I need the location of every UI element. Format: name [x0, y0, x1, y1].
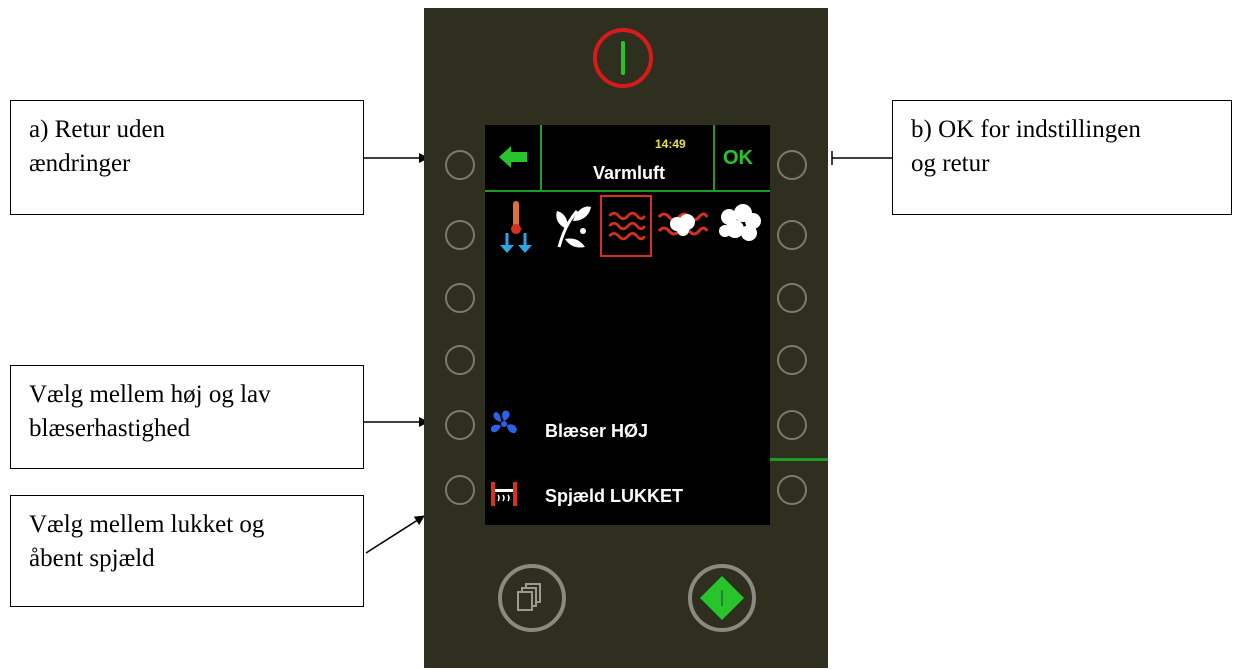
- documents-icon: [517, 583, 541, 611]
- left-side-button-3[interactable]: [445, 283, 475, 313]
- damper-label: Spjæld LUKKET: [545, 486, 683, 506]
- panel-divider-line: [770, 458, 828, 461]
- damper-icon: [491, 482, 517, 506]
- start-diamond-icon: [700, 576, 744, 620]
- callout-return-without-changes: a) Retur uden ændringer: [10, 100, 364, 215]
- fan-speed-label: Blæser HØJ: [545, 421, 649, 441]
- left-side-button-4[interactable]: [445, 345, 475, 375]
- right-side-button-5[interactable]: [777, 410, 807, 440]
- callout-ok-and-return: b) OK for indstillingen og retur: [892, 100, 1232, 215]
- left-side-button-2[interactable]: [445, 220, 475, 250]
- heat-waves-icon[interactable]: [600, 195, 652, 257]
- temperature-down-icon[interactable]: [491, 195, 543, 257]
- steam-heat-icon[interactable]: [657, 195, 709, 257]
- right-side-button-2[interactable]: [777, 220, 807, 250]
- plant-icon[interactable]: [547, 195, 599, 257]
- fan-icon: [490, 410, 517, 434]
- display-screen: 14:49 Varmluft OK: [485, 125, 770, 525]
- arrow-d: [365, 515, 425, 554]
- back-arrow-icon[interactable]: [497, 143, 529, 171]
- callout-fan-speed: Vælg mellem høj og lav blæserhastighed: [10, 365, 364, 469]
- callout-damper: Vælg mellem lukket og åbent spjæld: [10, 495, 364, 607]
- left-side-button-5[interactable]: [445, 410, 475, 440]
- right-side-button-4[interactable]: [777, 345, 807, 375]
- header-divider: [485, 190, 770, 192]
- screen-title: Varmluft: [592, 163, 666, 183]
- left-side-button-6[interactable]: [445, 475, 475, 505]
- ok-label[interactable]: OK: [723, 147, 753, 169]
- right-side-button-1[interactable]: [777, 150, 807, 180]
- right-side-button-6[interactable]: [777, 475, 807, 505]
- power-button[interactable]: [593, 28, 653, 88]
- clock-time: 14:49: [655, 137, 686, 151]
- right-side-button-3[interactable]: [777, 283, 807, 313]
- left-side-button-1[interactable]: [445, 150, 475, 180]
- power-icon: [621, 41, 625, 75]
- start-button[interactable]: [688, 564, 756, 632]
- menu-button[interactable]: [498, 564, 566, 632]
- steam-cloud-icon[interactable]: [713, 195, 765, 257]
